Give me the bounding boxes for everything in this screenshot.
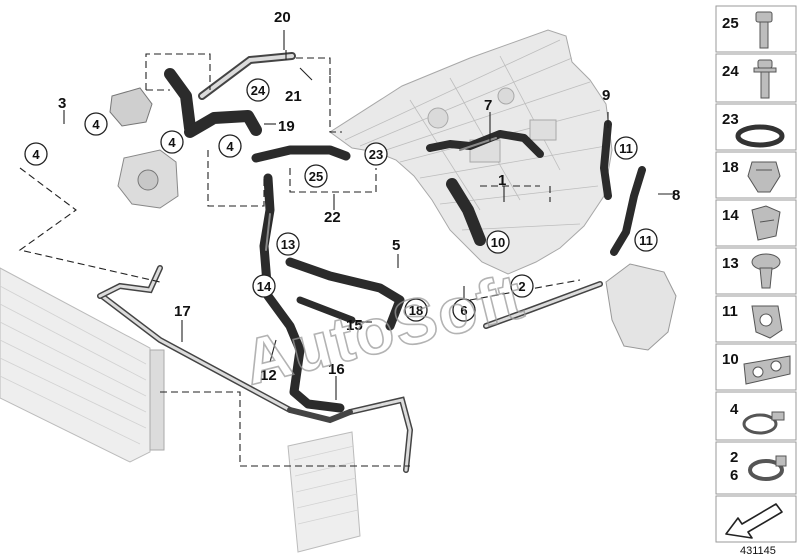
circled-label-24: 24 bbox=[246, 78, 270, 102]
part-label-5: 5 bbox=[392, 237, 400, 254]
svg-text:23: 23 bbox=[369, 147, 383, 162]
legend-item-14: 14 bbox=[715, 199, 797, 247]
svg-text:25: 25 bbox=[722, 15, 739, 32]
circled-label-4b: 4 bbox=[84, 112, 108, 136]
svg-text:11: 11 bbox=[619, 141, 633, 156]
water-pump bbox=[117, 149, 179, 209]
svg-text:18: 18 bbox=[722, 159, 739, 176]
circled-label-6: 6 bbox=[452, 298, 476, 322]
svg-text:2: 2 bbox=[518, 279, 525, 294]
hose-clamp-icon bbox=[748, 455, 787, 481]
assembly-dashes bbox=[18, 53, 581, 467]
legend-item-18: 18 bbox=[715, 151, 797, 199]
part-label-16: 16 bbox=[328, 361, 345, 378]
part-label-8: 8 bbox=[672, 187, 680, 204]
svg-text:4: 4 bbox=[92, 117, 100, 132]
svg-text:18: 18 bbox=[409, 303, 423, 318]
legend-item-24: 24 bbox=[715, 53, 797, 103]
part-label-21: 21 bbox=[285, 88, 302, 105]
thermostat bbox=[109, 87, 153, 127]
svg-text:4: 4 bbox=[226, 139, 234, 154]
legend-item-25: 25 bbox=[715, 5, 797, 53]
circled-label-10: 10 bbox=[486, 230, 510, 254]
svg-text:4: 4 bbox=[168, 135, 176, 150]
circled-label-25: 25 bbox=[304, 164, 328, 188]
svg-text:25: 25 bbox=[309, 169, 323, 184]
part-label-3: 3 bbox=[58, 95, 66, 112]
circled-label-11a: 11 bbox=[614, 136, 638, 160]
svg-text:14: 14 bbox=[722, 207, 739, 224]
svg-text:13: 13 bbox=[722, 255, 739, 272]
circled-label-4a: 4 bbox=[24, 142, 48, 166]
part-label-12: 12 bbox=[260, 367, 277, 384]
sealing-ring-icon bbox=[735, 124, 785, 148]
callouts: 20 21 19 3 22 7 9 8 1 5 17 15 12 16 4 4 … bbox=[24, 9, 680, 384]
arrow-down-left-icon bbox=[725, 503, 783, 539]
part-label-15: 15 bbox=[346, 317, 363, 334]
svg-text:23: 23 bbox=[722, 111, 739, 128]
svg-text:26: 26 bbox=[730, 449, 738, 484]
svg-text:6: 6 bbox=[460, 303, 467, 318]
svg-text:11: 11 bbox=[639, 233, 653, 248]
svg-text:10: 10 bbox=[491, 235, 505, 250]
circled-label-2: 2 bbox=[510, 274, 534, 298]
hoses bbox=[164, 68, 646, 413]
circled-label-23: 23 bbox=[364, 142, 388, 166]
bolt-icon bbox=[755, 11, 773, 49]
svg-text:24: 24 bbox=[251, 83, 266, 98]
part-label-7: 7 bbox=[484, 97, 492, 114]
legend-item-11: 11 bbox=[715, 295, 797, 343]
clip-icon bbox=[747, 161, 781, 193]
legend-item-10: 10 bbox=[715, 343, 797, 391]
circled-label-14: 14 bbox=[252, 274, 276, 298]
svg-text:14: 14 bbox=[257, 279, 272, 294]
legend-item-13: 13 bbox=[715, 247, 797, 295]
hose-clamp-icon bbox=[742, 411, 785, 435]
main-radiator bbox=[0, 267, 165, 463]
auxiliary-radiator bbox=[287, 431, 361, 553]
bolt-with-washer-icon bbox=[753, 59, 777, 99]
leader-lines bbox=[63, 30, 676, 400]
part-label-9: 9 bbox=[602, 87, 610, 104]
expanding-rivet-icon bbox=[751, 253, 781, 289]
watermark: AutoSoft bbox=[237, 259, 532, 398]
circled-label-11b: 11 bbox=[634, 228, 658, 252]
part-label-20: 20 bbox=[274, 9, 291, 26]
svg-text:11: 11 bbox=[722, 303, 738, 320]
part-label-22: 22 bbox=[324, 209, 341, 226]
svg-text:10: 10 bbox=[722, 351, 739, 368]
legend-item-23: 23 bbox=[715, 103, 797, 151]
part-label-17: 17 bbox=[174, 303, 191, 320]
circled-label-18: 18 bbox=[404, 298, 428, 322]
circled-label-4c: 4 bbox=[160, 130, 184, 154]
holder-icon bbox=[743, 355, 791, 385]
svg-text:24: 24 bbox=[722, 63, 739, 80]
expansion-tank bbox=[605, 263, 677, 351]
svg-text:4: 4 bbox=[730, 401, 739, 418]
pipes bbox=[97, 52, 603, 473]
diagram-reference-number: 431145 bbox=[740, 545, 776, 557]
circled-label-4d: 4 bbox=[218, 134, 242, 158]
svg-text:13: 13 bbox=[281, 237, 295, 252]
legend-item-4: 4 bbox=[715, 391, 797, 441]
legend-panel: 25 24 23 18 bbox=[715, 5, 797, 543]
part-label-1: 1 bbox=[498, 172, 506, 189]
legend-item-arrow bbox=[715, 495, 797, 543]
engine-block bbox=[329, 29, 613, 275]
part-label-19: 19 bbox=[278, 118, 295, 135]
holder-icon bbox=[751, 305, 783, 339]
svg-text:4: 4 bbox=[32, 147, 40, 162]
clip-icon bbox=[751, 205, 781, 241]
circled-label-13: 13 bbox=[276, 232, 300, 256]
